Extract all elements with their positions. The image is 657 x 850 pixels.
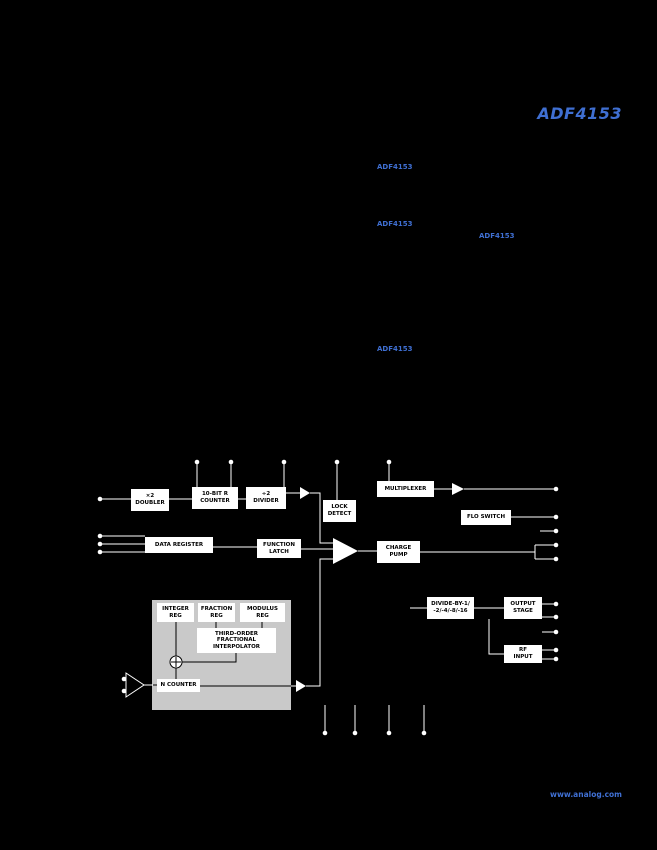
inline-link-3[interactable]: ADF4153	[479, 232, 515, 240]
part-number-logo: ADF4153	[537, 104, 622, 123]
inline-link-4[interactable]: ADF4153	[377, 345, 413, 353]
block-fraction-reg: FRACTION REG	[198, 603, 235, 622]
footer-website-link[interactable]: www.analog.com	[550, 790, 622, 799]
adder-symbol	[169, 655, 183, 669]
block-charge-pump: CHARGE PUMP	[377, 541, 420, 563]
rf-input-buffer-icon	[125, 672, 145, 698]
pin-dots	[97, 459, 559, 736]
block-lock-detect: LOCK DETECT	[323, 500, 356, 522]
inline-link-1[interactable]: ADF4153	[377, 163, 413, 171]
block-div2: ÷2 DIVIDER	[246, 487, 286, 509]
block-r-counter: 10-BIT R COUNTER	[192, 487, 238, 509]
block-divide-by: DIVIDE-BY-1/ -2/-4/-8/-16	[427, 597, 474, 619]
inline-link-2[interactable]: ADF4153	[377, 220, 413, 228]
block-flo-switch: FLO SWITCH	[461, 510, 511, 525]
block-n-counter: N COUNTER	[157, 679, 200, 692]
wires-black-inner	[153, 622, 291, 687]
signal-arrow-icon	[300, 487, 310, 499]
pfd-triangle-icon	[333, 538, 358, 564]
block-integer-reg: INTEGER REG	[157, 603, 194, 622]
block-multiplexer: MULTIPLEXER	[377, 481, 434, 497]
block-interpolator: THIRD-ORDER FRACTIONAL INTERPOLATOR	[197, 628, 276, 653]
block-modulus-reg: MODULUS REG	[240, 603, 285, 622]
block-function-latch: FUNCTION LATCH	[257, 539, 301, 558]
block-doubler: ×2 DOUBLER	[131, 489, 169, 511]
block-data-register: DATA REGISTER	[145, 537, 213, 553]
block-output-stage: OUTPUT STAGE	[504, 597, 542, 619]
arrow-symbols	[125, 483, 464, 698]
ncounter-out-arrow-icon	[296, 680, 306, 692]
wires-white	[100, 462, 556, 733]
muxout-arrow-icon	[452, 483, 464, 495]
block-rf-input: RF INPUT	[504, 645, 542, 663]
